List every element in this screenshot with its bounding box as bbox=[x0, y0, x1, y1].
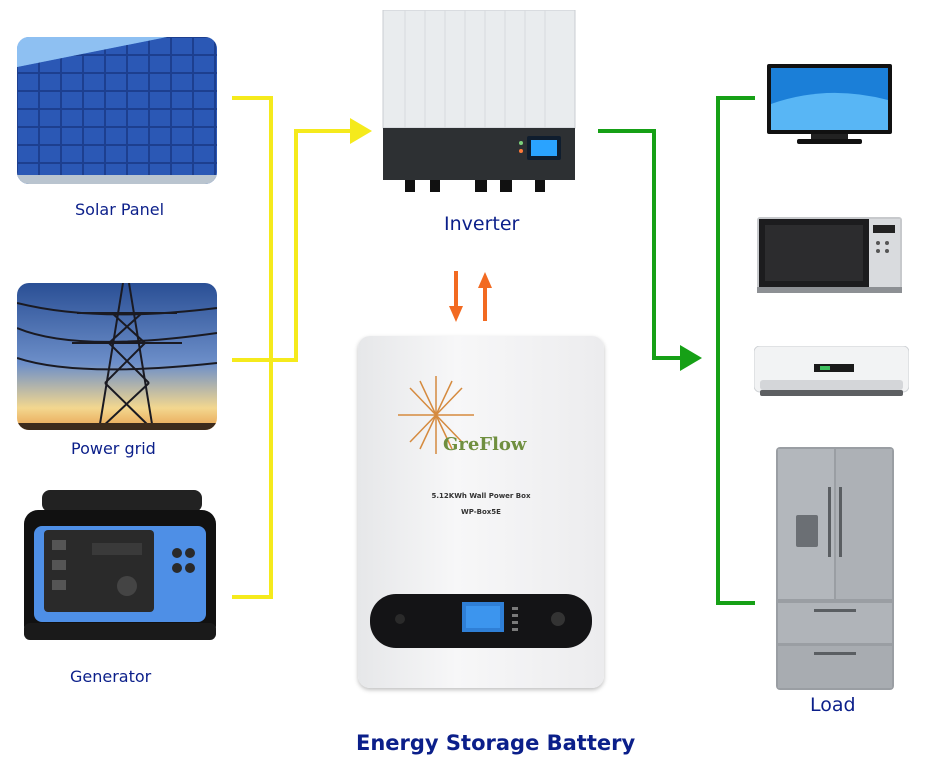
inverter-photo bbox=[375, 10, 580, 195]
power-grid-label: Power grid bbox=[71, 439, 156, 458]
source-connector bbox=[232, 96, 352, 599]
power-grid-photo bbox=[17, 283, 217, 430]
load-connector bbox=[598, 96, 755, 605]
battery-unit: GreFlow 5.12KWh Wall Power Box WP-Box5E bbox=[358, 336, 604, 688]
star-logo-icon bbox=[398, 376, 474, 454]
tv-icon bbox=[767, 64, 892, 144]
solar-panel-photo bbox=[17, 37, 217, 184]
arrow-to-inverter bbox=[350, 118, 372, 144]
solar-panel-label: Solar Panel bbox=[75, 200, 165, 219]
generator-label: Generator bbox=[70, 667, 152, 686]
solar-panel-icon bbox=[17, 37, 217, 184]
inverter-label: Inverter bbox=[444, 213, 520, 235]
battery-model-line1: 5.12KWh Wall Power Box bbox=[431, 492, 531, 500]
microwave bbox=[757, 211, 902, 295]
battery-graphic bbox=[370, 376, 592, 648]
microwave-icon bbox=[757, 217, 902, 293]
refrigerator-icon bbox=[776, 447, 894, 690]
battery-brand: GreFlow bbox=[443, 434, 527, 455]
tv bbox=[767, 64, 892, 146]
load-label: Load bbox=[810, 694, 856, 716]
battery-arrows bbox=[449, 271, 492, 322]
battery-label: Energy Storage Battery bbox=[356, 731, 636, 755]
air-conditioner bbox=[754, 346, 909, 398]
refrigerator bbox=[776, 447, 894, 692]
battery-model-line2: WP-Box5E bbox=[461, 508, 501, 516]
arrow-to-load bbox=[680, 345, 702, 371]
power-tower-icon bbox=[17, 283, 217, 430]
generator-photo bbox=[22, 488, 218, 643]
inverter-icon bbox=[382, 10, 576, 192]
air-conditioner-icon bbox=[754, 346, 909, 396]
portable-generator-icon bbox=[24, 490, 216, 640]
